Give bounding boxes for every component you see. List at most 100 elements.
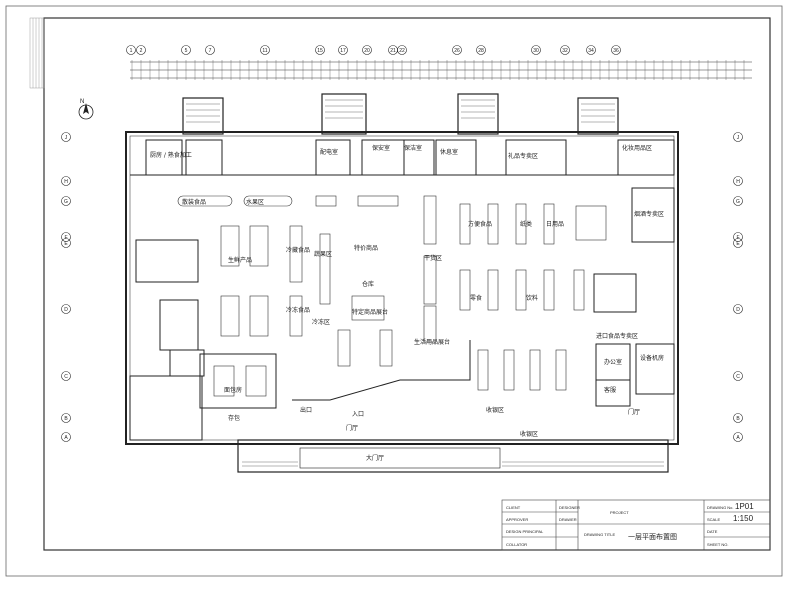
- room-label: 门厅: [628, 408, 640, 416]
- grid-bubble: 5: [181, 45, 191, 55]
- grid-label: G: [736, 199, 740, 205]
- binding-strip: [29, 17, 45, 89]
- scale-label: SCALE: [707, 517, 720, 522]
- grid-bubble: 2: [136, 45, 146, 55]
- room-label: 冷冻区: [312, 318, 330, 326]
- grid-label: 32: [562, 48, 568, 54]
- room-label: 存包: [228, 414, 240, 422]
- north-arrow-icon: N: [78, 99, 94, 120]
- grid-label: A: [64, 435, 68, 441]
- room-label: 保洁室: [404, 144, 422, 152]
- room-label: 水果区: [246, 198, 264, 206]
- grid-label: F: [736, 235, 739, 241]
- grid-label: 21: [390, 48, 396, 54]
- room-label: 门厅: [346, 424, 358, 432]
- grid-label: G: [64, 199, 68, 205]
- grid-label: 11: [262, 48, 267, 54]
- grid-bubble: F: [733, 232, 743, 242]
- grid-bubble: E: [61, 238, 71, 248]
- room-label: 保安室: [372, 144, 390, 152]
- grid-bubble: 36: [611, 45, 621, 55]
- room-label: 厨房 / 熟食加工: [150, 151, 192, 159]
- room-label: 收银区: [486, 406, 504, 414]
- room-label: 进口食品专卖区: [596, 332, 638, 340]
- room-label: 大门厅: [366, 454, 384, 462]
- grid-label: 5: [185, 48, 188, 54]
- room-label: 办公室: [604, 358, 622, 366]
- room-label: 散装食品: [182, 198, 206, 206]
- grid-label: 20: [364, 48, 370, 54]
- grid-label: F: [64, 235, 67, 241]
- grid-bubble: 15: [315, 45, 325, 55]
- entrance-steps: [242, 461, 664, 467]
- grid-bubble: A: [61, 432, 71, 442]
- grid-bubble: F: [61, 232, 71, 242]
- grid-label: 26: [454, 48, 460, 54]
- grid-bubble: D: [733, 304, 743, 314]
- drawing-no-label: DRAWING No.: [707, 505, 734, 510]
- grid-bubble: 34: [586, 45, 596, 55]
- room-label: 烟酒专卖区: [634, 210, 664, 218]
- drawer-label: DRAWER: [559, 517, 577, 522]
- grid-label: 7: [209, 48, 212, 54]
- designer-label: DESIGNER: [559, 505, 580, 510]
- grid-bubble: C: [733, 371, 743, 381]
- collator-label: COLLATOR: [506, 542, 527, 547]
- room-label: 配电室: [320, 148, 338, 156]
- room-label: 方便食品: [468, 220, 492, 228]
- shelving-fixtures: [177, 195, 607, 397]
- sheet-label: SHEET NO.: [707, 542, 729, 547]
- room-label: 零食: [470, 294, 482, 302]
- building-outline: [125, 93, 679, 473]
- grid-label: 1: [130, 48, 133, 54]
- grid-label: 34: [588, 48, 594, 54]
- grid-label: 30: [533, 48, 539, 54]
- room-label: 收银区: [520, 430, 538, 438]
- sheet-outer-border: [5, 5, 783, 577]
- grid-label: 15: [317, 48, 323, 54]
- room-label: 干货区: [424, 254, 442, 262]
- grid-bubble: 11: [260, 45, 270, 55]
- drawing-frame: [43, 17, 771, 551]
- grid-bubble: H: [61, 176, 71, 186]
- client-label: CLIENT: [506, 505, 521, 510]
- grid-label: H: [736, 179, 740, 185]
- grid-label: 17: [340, 48, 346, 54]
- grid-label: E: [736, 241, 740, 247]
- room-label: 冷藏食品: [286, 246, 310, 254]
- grid-label: J: [65, 135, 68, 141]
- grid-bubble: D: [61, 304, 71, 314]
- room-label: 入口: [352, 411, 364, 418]
- room-label: 生活用品展台: [414, 338, 450, 346]
- grid-bubble: 30: [531, 45, 541, 55]
- grid-bubble: 20: [362, 45, 372, 55]
- room-labels: 厨房 / 熟食加工 散装食品 生鲜产品 水果区 冷藏食品 冷冻食品 蔬果区 特价…: [150, 144, 664, 462]
- room-label: 化妆用品区: [622, 144, 652, 152]
- room-label: 出口: [300, 406, 312, 414]
- grid-bubble: 32: [560, 45, 570, 55]
- scale-value: 1:150: [733, 514, 754, 523]
- date-label: DATE: [707, 529, 718, 534]
- dimension-ticks: [131, 60, 745, 80]
- grid-label: J: [737, 135, 740, 141]
- room-label: 设备机房: [640, 354, 664, 362]
- grid-bubble: B: [61, 413, 71, 423]
- grid-bubble: J: [61, 132, 71, 142]
- grid-label: E: [64, 241, 68, 247]
- grid-bubble: B: [733, 413, 743, 423]
- grid-label: B: [736, 416, 740, 422]
- grid-label: 28: [478, 48, 484, 54]
- grid-bubble: 21: [388, 45, 398, 55]
- title-block-text: CLIENT DESIGNER PROJECT DRAWING No. 1P01…: [506, 502, 754, 547]
- interior-walls: [129, 139, 675, 441]
- grid-bubble: 28: [476, 45, 486, 55]
- grid-label: 2: [140, 48, 143, 54]
- title-block: [501, 499, 771, 551]
- grid-label: 36: [613, 48, 619, 54]
- drawing-title-label: DRAWING TITLE: [584, 532, 615, 537]
- grid-bubble: 26: [452, 45, 462, 55]
